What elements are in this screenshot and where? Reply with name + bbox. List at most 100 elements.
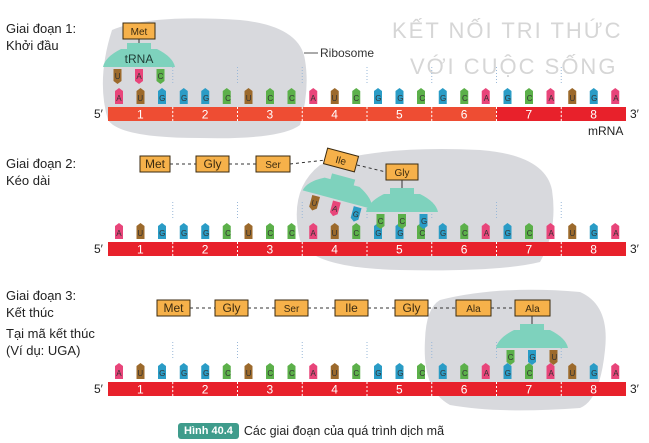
mrna-base-shape	[503, 88, 512, 104]
codon-number: 7	[526, 108, 533, 122]
stage1-title: Giai đoạn 1:	[6, 21, 77, 36]
peptide3-3-text: Ile	[345, 301, 358, 315]
codon-7-segment	[496, 382, 562, 396]
mrna-base-shape	[115, 88, 123, 104]
mrna-base-shape	[115, 363, 123, 379]
peptide2-ile-box	[322, 147, 360, 173]
mrna-base-shape	[179, 363, 188, 379]
codon-bases: GGC	[181, 94, 247, 103]
anticodon-base-shape	[135, 69, 143, 84]
peptide3-6-text: Ala	[525, 304, 540, 315]
peptide3-0-text: Met	[163, 301, 184, 315]
mrna-base-shape	[481, 88, 490, 104]
codon-number: 1	[137, 243, 144, 257]
codon-number: 5	[396, 108, 403, 122]
mrna-base-shape	[244, 88, 253, 104]
peptide2-2: Ser	[255, 155, 291, 173]
three-prime-label: 3′	[630, 107, 640, 121]
codon-bases: AUC	[310, 94, 375, 103]
codon-6-segment	[431, 107, 497, 121]
codon-8-segment	[561, 107, 626, 121]
mrna-base-shape	[568, 88, 577, 104]
peptide2-gly-text: Gly	[395, 168, 410, 179]
peptide3-4-text: Gly	[403, 301, 421, 315]
stage1-label: Giai đoạn 1:Khởi đầu	[6, 20, 76, 54]
anticodon-base-shape	[376, 214, 385, 229]
anticodon-base-shape	[329, 200, 341, 217]
peptide3-1: Gly	[214, 299, 249, 317]
codon-3-segment	[237, 107, 303, 121]
mrna-base-shape	[374, 363, 382, 379]
peptide-bonds-stage2	[170, 159, 387, 173]
three-prime-label: 3′	[630, 382, 640, 396]
mrna-base-shape	[309, 88, 318, 104]
trna-label: tRNA	[125, 52, 154, 66]
mrna-base-shape	[460, 223, 469, 239]
anticodon-base-shape	[309, 194, 320, 211]
codon-7-segment	[496, 107, 562, 121]
peptide3-4: Gly	[394, 299, 429, 317]
codon-bases: AUG	[116, 94, 181, 103]
five-prime-label: 5′	[94, 242, 104, 256]
stage3-subtitle: Kết thúc	[6, 305, 54, 320]
trna-stage3-body	[496, 324, 568, 348]
peptide2-1: Gly	[195, 155, 230, 173]
codon-number: 8	[590, 108, 597, 122]
mrna-base-shape	[222, 363, 231, 379]
stage3-note2: (Ví dụ: UGA)	[6, 343, 81, 358]
codon-bases: UGA	[569, 94, 634, 103]
five-prime-label: 5′	[94, 107, 104, 121]
trna-stage2-leaving-body	[302, 173, 373, 209]
mrna-base-shape	[201, 363, 210, 379]
figure-badge: Hình 40.4	[178, 423, 239, 439]
three-prime-label: 3′	[630, 242, 640, 256]
codon-number: 1	[137, 108, 144, 122]
codon-bases: UGA	[569, 369, 634, 378]
codon-number: 8	[590, 243, 597, 257]
codon-3-segment	[237, 382, 303, 396]
codon-5-segment	[367, 382, 432, 396]
codon-bases: GGC	[375, 369, 441, 378]
codon-2-segment	[172, 382, 238, 396]
mrna-base-shape	[503, 363, 512, 379]
mrna-base-shape	[374, 88, 382, 104]
anticodon-base-shape	[398, 214, 406, 229]
mrna-base-shape	[503, 223, 512, 239]
codon-number: 5	[396, 383, 403, 397]
stage3-title: Giai đoạn 3:	[6, 288, 77, 303]
codon-bases: UGA	[569, 229, 634, 238]
mrna-base-shape	[158, 88, 166, 104]
codon-bases: GCA	[440, 94, 505, 103]
mrna-base-shape	[136, 363, 145, 379]
mrna-base-shape	[266, 223, 274, 239]
peptide3-5-text: Ala	[466, 304, 481, 315]
codon-bases: GCA	[440, 369, 505, 378]
mrna-base-shape	[244, 223, 253, 239]
mrna-base-shape	[179, 88, 188, 104]
codon-bases: UCC	[246, 94, 311, 103]
stage2-title: Giai đoạn 2:	[6, 156, 77, 171]
codon-bases: GGC	[375, 229, 441, 238]
figure-caption: Hình 40.4 Các giai đoạn của quá trình dị…	[178, 423, 444, 439]
codon-number: 6	[461, 243, 468, 257]
codon-number: 6	[461, 108, 468, 122]
ribosome-stage3	[424, 289, 606, 411]
peptide2-0-text: Met	[145, 157, 166, 171]
stage2-subtitle: Kéo dài	[6, 173, 51, 188]
codon-8-segment	[561, 242, 626, 256]
mrna-base-shape	[158, 223, 166, 239]
codon-bases: AUC	[310, 369, 375, 378]
mrna-base-shape	[525, 223, 533, 239]
mrna-base-shape	[568, 363, 577, 379]
codon-3-segment	[237, 242, 303, 256]
anticodon-base-shape	[350, 206, 362, 222]
peptide2-ile-text: Ile	[334, 155, 347, 168]
anticodon-base-shape	[113, 69, 122, 84]
codon-number: 4	[331, 108, 338, 122]
codon-bases: AUG	[116, 369, 181, 378]
mrna-base-shape	[222, 88, 231, 104]
codon-number: 7	[526, 383, 533, 397]
amino-acid-met-text: Met	[131, 27, 148, 38]
codon-bases: GGC	[181, 229, 247, 238]
